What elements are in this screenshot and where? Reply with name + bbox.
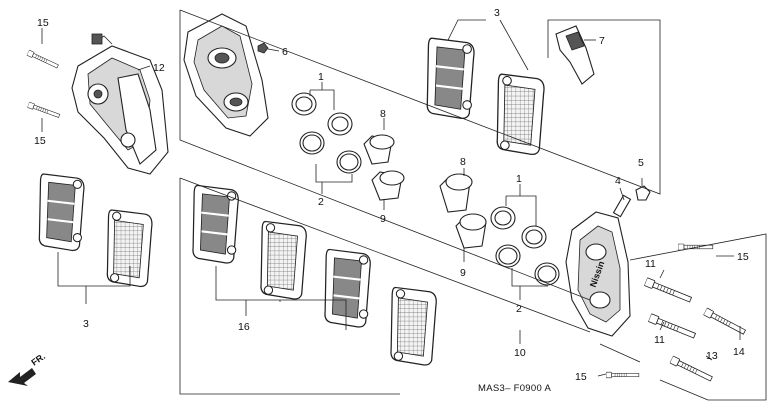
diagram-code: MAS3– F0900 A [478,383,551,394]
brake-pad-icon [38,172,85,252]
callout-2-right: 2 [516,303,522,315]
callout-11-a: 11 [645,258,656,270]
callout-5: 5 [638,157,644,169]
callout-3-top: 3 [494,7,500,19]
callout-9-right: 9 [460,267,466,279]
assembly-frame-lines [179,9,767,401]
callout-15-d: 15 [575,371,587,383]
upper-caliper-half [183,13,269,137]
pistons-lower [439,173,487,249]
callout-15-c: 15 [737,251,749,263]
bolt-icon [26,49,60,70]
callouts: 15 15 12 3 6 1 2 8 9 3 7 8 9 1 2 4 5 15 … [34,7,749,394]
direction-label: FR. [29,351,47,368]
callout-16: 16 [238,321,250,333]
callout-14: 14 [733,346,745,358]
right-caliper-half: Nissin [565,211,631,337]
callout-8-right: 8 [460,156,466,168]
callout-3-left: 3 [83,318,89,330]
bolt-icon [606,371,640,379]
brake-pad-icon [390,286,437,366]
pistons-upper [363,134,405,201]
leader-lines [41,19,741,377]
piston-seals-lower [490,206,560,286]
arrow-icon [8,368,36,386]
bolt-icon [26,101,61,119]
callout-10: 10 [514,347,526,359]
callout-12: 12 [153,62,165,74]
piston-seals-upper [291,92,362,174]
callout-15-a: 15 [37,17,49,29]
callout-13: 13 [706,350,718,362]
callout-15-b: 15 [34,135,46,147]
brake-pad-icon [323,248,372,329]
brake-pad-icon [426,37,476,120]
nut-icon [257,42,269,54]
callout-1-right: 1 [516,173,522,185]
callout-9-top: 9 [380,213,386,225]
callout-1-top: 1 [318,71,324,83]
front-direction-indicator: FR. [8,351,47,386]
left-caliper-assembly [71,33,169,175]
callout-4: 4 [615,175,621,187]
pad-spring [555,25,595,85]
brake-pad-icon [260,220,307,300]
callout-11-b: 11 [654,334,665,346]
callout-2-top: 2 [318,196,324,208]
callout-7: 7 [599,35,605,47]
callout-6: 6 [282,46,288,58]
brake-pad-icon [496,73,545,156]
callout-8-top: 8 [380,108,386,120]
pin-bolt-icon [643,277,693,304]
bleeder-valve [612,185,651,218]
